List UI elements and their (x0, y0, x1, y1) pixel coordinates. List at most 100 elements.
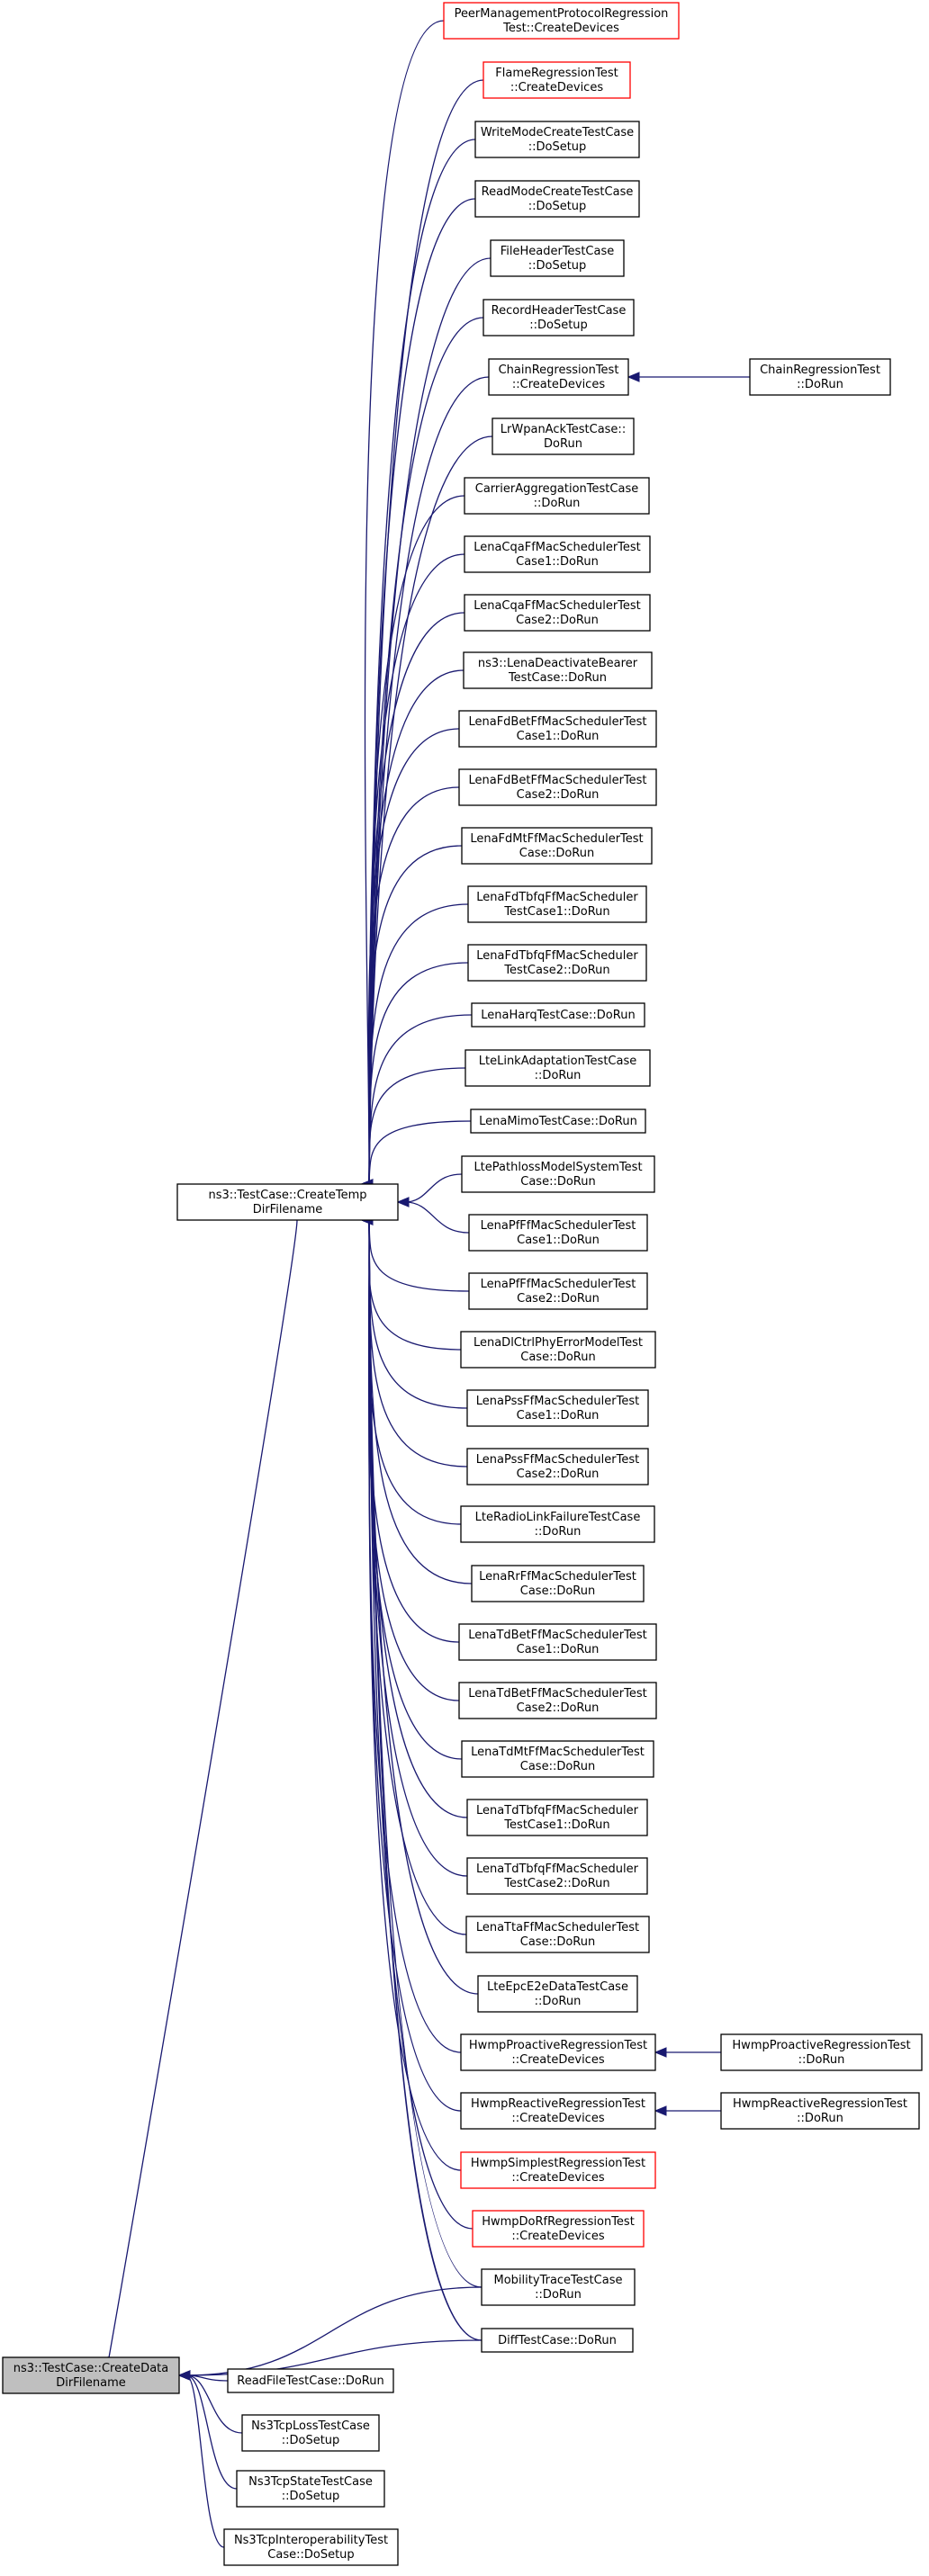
node-box[interactable] (474, 121, 640, 158)
node-n39[interactable]: HwmpReactiveRegressionTest::DoRun (720, 2092, 920, 2130)
node-n0[interactable]: PeerManagementProtocolRegressionTest::Cr… (443, 2, 680, 40)
node-box[interactable] (488, 358, 629, 396)
node-n4[interactable]: FileHeaderTestCase::DoSetup (490, 239, 625, 277)
node-box[interactable] (468, 1214, 648, 1252)
node-n27[interactable]: LteRadioLinkFailureTestCase::DoRun (460, 1505, 655, 1543)
node-box[interactable] (720, 2092, 920, 2130)
node-n42[interactable]: MobilityTraceTestCase::DoRun (481, 2268, 636, 2306)
node-box[interactable] (474, 180, 640, 218)
node-box[interactable] (464, 477, 650, 515)
node-n43[interactable]: DiffTestCase::DoRun (481, 2328, 634, 2353)
node-box[interactable] (477, 1975, 638, 2013)
node-box[interactable] (470, 1108, 646, 1134)
node-box[interactable] (464, 1049, 651, 1087)
node-box[interactable] (461, 1740, 654, 1778)
node-box[interactable] (458, 1623, 657, 1661)
node-box[interactable] (443, 2, 680, 40)
node-box[interactable] (461, 827, 653, 865)
node-box[interactable] (466, 1389, 649, 1427)
node-box[interactable] (483, 61, 631, 99)
node-n35[interactable]: LteEpcE2eDataTestCase::DoRun (477, 1975, 638, 2013)
node-box[interactable] (458, 1682, 657, 1719)
node-box[interactable] (481, 2268, 636, 2306)
node-box[interactable] (492, 417, 635, 455)
node-box[interactable] (471, 1565, 645, 1602)
node-n38[interactable]: HwmpReactiveRegressionTest::CreateDevice… (460, 2092, 656, 2130)
node-box[interactable] (227, 2368, 394, 2393)
node-box[interactable] (236, 2470, 385, 2508)
node-n9[interactable]: CarrierAggregationTestCase::DoRun (464, 477, 650, 515)
node-n36[interactable]: HwmpProactiveRegressionTest::CreateDevic… (460, 2033, 656, 2071)
node-box[interactable] (466, 1799, 648, 1836)
node-n19[interactable]: LteLinkAdaptationTestCase::DoRun (464, 1049, 651, 1087)
node-box[interactable] (460, 1505, 655, 1543)
node-box[interactable] (460, 2092, 656, 2130)
node-n46[interactable]: ReadFileTestCase::DoRun (227, 2368, 394, 2393)
node-box[interactable] (460, 1331, 656, 1369)
node-box[interactable] (490, 239, 625, 277)
node-box[interactable] (176, 1183, 399, 1221)
node-box[interactable] (483, 299, 635, 337)
node-n8[interactable]: LrWpanAckTestCase::DoRun (492, 417, 635, 455)
node-box[interactable] (460, 2033, 656, 2071)
node-n40[interactable]: HwmpSimplestRegressionTest::CreateDevice… (460, 2151, 656, 2189)
node-box[interactable] (720, 2033, 923, 2071)
node-box[interactable] (2, 2356, 180, 2394)
node-n6[interactable]: ChainRegressionTest::CreateDevices (488, 358, 629, 396)
node-box[interactable] (466, 1448, 649, 1485)
node-box[interactable] (464, 594, 651, 632)
node-box[interactable] (467, 944, 647, 982)
node-box[interactable] (471, 1002, 645, 1028)
node-n5[interactable]: RecordHeaderTestCase::DoSetup (483, 299, 635, 337)
node-box[interactable] (467, 885, 647, 923)
node-n48[interactable]: Ns3TcpStateTestCase::DoSetup (236, 2470, 385, 2508)
node-n20[interactable]: LenaMimoTestCase::DoRun (470, 1108, 646, 1134)
node-n37[interactable]: HwmpProactiveRegressionTest::DoRun (720, 2033, 923, 2071)
node-box[interactable] (460, 2151, 656, 2189)
node-box[interactable] (458, 768, 657, 806)
node-box[interactable] (749, 358, 891, 396)
node-n18[interactable]: LenaHarqTestCase::DoRun (471, 1002, 645, 1028)
node-box[interactable] (465, 1916, 650, 1953)
node-n3[interactable]: ReadModeCreateTestCase::DoSetup (474, 180, 640, 218)
node-box[interactable] (466, 1857, 648, 1895)
node-n41[interactable]: HwmpDoRfRegressionTest::CreateDevices (472, 2210, 645, 2248)
node-n47[interactable]: Ns3TcpLossTestCase::DoSetup (241, 2414, 380, 2452)
node-box[interactable] (481, 2328, 634, 2353)
node-n1[interactable]: FlameRegressionTest::CreateDevices (483, 61, 631, 99)
node-box[interactable] (468, 1272, 648, 1310)
node-box[interactable] (461, 1155, 655, 1193)
node-box[interactable] (464, 535, 651, 573)
node-n2[interactable]: WriteModeCreateTestCase::DoSetup (474, 121, 640, 158)
node-box[interactable] (472, 2210, 645, 2248)
node-box[interactable] (458, 710, 657, 748)
node-box[interactable] (241, 2414, 380, 2452)
node-n7[interactable]: ChainRegressionTest::DoRun (749, 358, 891, 396)
node-box[interactable] (463, 651, 653, 689)
node-box[interactable] (223, 2528, 399, 2566)
